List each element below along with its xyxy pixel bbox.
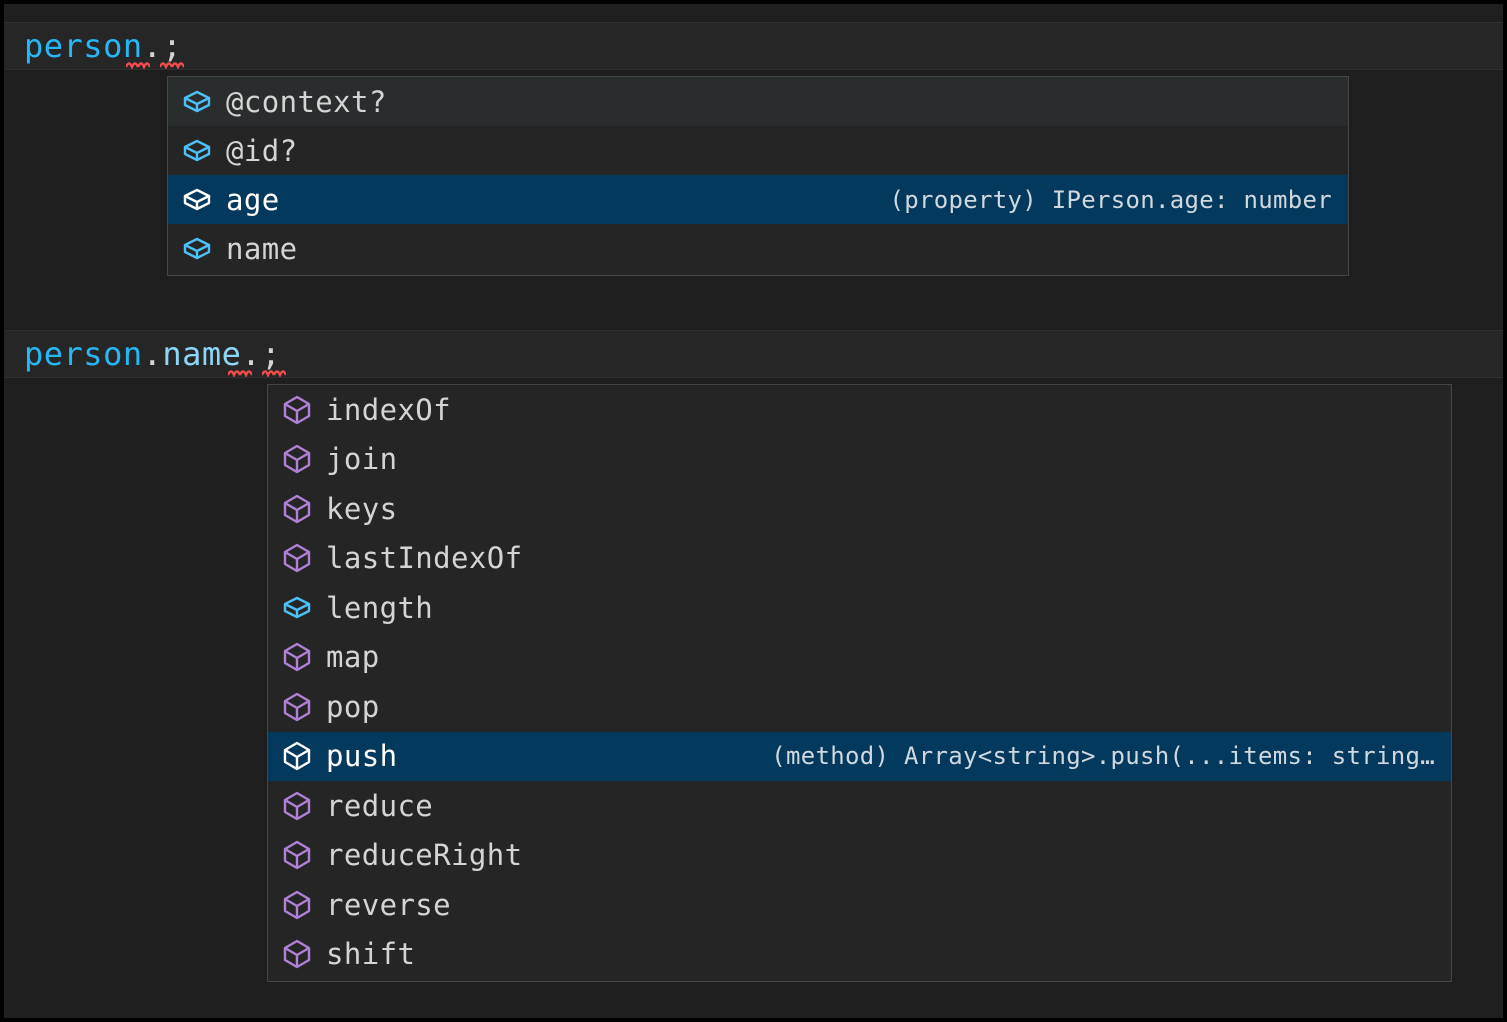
method-cube-icon bbox=[280, 492, 314, 526]
suggestion-item-age[interactable]: age (property) IPerson.age: number bbox=[168, 175, 1348, 224]
suggestion-item-reduce[interactable]: reduce bbox=[268, 781, 1451, 831]
method-cube-icon bbox=[280, 888, 314, 922]
code-editor[interactable]: person.; person.name.; @context?@id?age(… bbox=[4, 4, 1503, 1018]
suggestion-item-id[interactable]: @id? bbox=[168, 126, 1348, 175]
suggestion-popup-name[interactable]: indexOf join keys lastIndexOf length map pop pu… bbox=[267, 384, 1452, 982]
suggestion-item-label: reduceRight bbox=[326, 838, 523, 873]
suggestion-item-label: @context? bbox=[226, 84, 387, 119]
error-squiggle-line-2-semicolon bbox=[262, 368, 286, 377]
code-token-punct: . bbox=[241, 335, 262, 373]
property-cube-icon bbox=[180, 134, 214, 168]
code-line-2[interactable]: person.name.; bbox=[4, 330, 1503, 378]
code-line-2-text: person.name.; bbox=[4, 335, 281, 373]
suggestion-item-indexof[interactable]: indexOf bbox=[268, 385, 1451, 435]
suggestion-item-context[interactable]: @context? bbox=[168, 77, 1348, 126]
suggestion-item-lastindexof[interactable]: lastIndexOf bbox=[268, 534, 1451, 584]
suggestion-popup-person[interactable]: @context? @id? age (property) IPerson.age: … bbox=[167, 76, 1349, 276]
suggestion-item-label: length bbox=[326, 590, 434, 625]
suggestion-item-label: age bbox=[226, 182, 280, 217]
suggestion-item-detail: (method) Array<string>.push(...items: st… bbox=[771, 742, 1435, 771]
code-line-1-text: person.; bbox=[4, 27, 182, 65]
code-token-punct: . bbox=[142, 27, 163, 65]
suggestion-item-join[interactable]: join bbox=[268, 435, 1451, 485]
code-token-variable: person bbox=[24, 27, 143, 65]
property-cube-icon bbox=[180, 85, 214, 119]
suggestion-item-label: lastIndexOf bbox=[326, 541, 523, 576]
property-cube-icon bbox=[180, 232, 214, 266]
method-cube-icon bbox=[280, 393, 314, 427]
code-token-variable: person bbox=[24, 335, 143, 373]
error-squiggle-line-1-dot bbox=[126, 60, 150, 69]
suggestion-item-label: reverse bbox=[326, 887, 452, 922]
suggestion-item-label: keys bbox=[326, 491, 398, 526]
suggestion-item-label: name bbox=[226, 231, 298, 266]
suggestion-item-reduceright[interactable]: reduceRight bbox=[268, 831, 1451, 881]
suggestion-item-label: reduce bbox=[326, 788, 434, 823]
code-token-punct: ; bbox=[261, 335, 281, 373]
method-cube-icon bbox=[280, 442, 314, 476]
suggestion-item-label: map bbox=[326, 640, 380, 675]
method-cube-icon bbox=[280, 789, 314, 823]
method-cube-icon bbox=[280, 937, 314, 971]
suggestion-item-label: indexOf bbox=[326, 392, 452, 427]
suggestion-item-keys[interactable]: keys bbox=[268, 484, 1451, 534]
suggestion-item-label: @id? bbox=[226, 133, 298, 168]
suggestion-item-reverse[interactable]: reverse bbox=[268, 880, 1451, 930]
suggestion-item-label: shift bbox=[326, 937, 416, 972]
method-cube-icon bbox=[280, 739, 314, 773]
code-line-1[interactable]: person.; bbox=[4, 22, 1503, 70]
error-squiggle-line-1-semicolon bbox=[160, 60, 184, 69]
method-cube-icon bbox=[280, 640, 314, 674]
suggestion-item-length[interactable]: length bbox=[268, 583, 1451, 633]
suggestion-item-shift[interactable]: shift bbox=[268, 930, 1451, 980]
suggestion-item-name[interactable]: name bbox=[168, 224, 1348, 273]
property-cube-icon bbox=[180, 183, 214, 217]
method-cube-icon bbox=[280, 690, 314, 724]
suggestion-item-pop[interactable]: pop bbox=[268, 682, 1451, 732]
property-cube-icon bbox=[280, 591, 314, 625]
code-token-property: name bbox=[162, 335, 242, 373]
error-squiggle-line-2-dot bbox=[228, 368, 252, 377]
suggestion-item-label: push bbox=[326, 739, 398, 774]
code-token-punct: ; bbox=[162, 27, 183, 65]
method-cube-icon bbox=[280, 541, 314, 575]
suggestion-item-map[interactable]: map bbox=[268, 633, 1451, 683]
code-token-punct: . bbox=[142, 335, 163, 373]
suggestion-item-detail: (property) IPerson.age: number bbox=[889, 185, 1332, 214]
method-cube-icon bbox=[280, 838, 314, 872]
suggestion-item-push[interactable]: push (method) Array<string>.push(...items… bbox=[268, 731, 1451, 781]
suggestion-item-label: pop bbox=[326, 689, 380, 724]
suggestion-item-label: join bbox=[326, 442, 398, 477]
